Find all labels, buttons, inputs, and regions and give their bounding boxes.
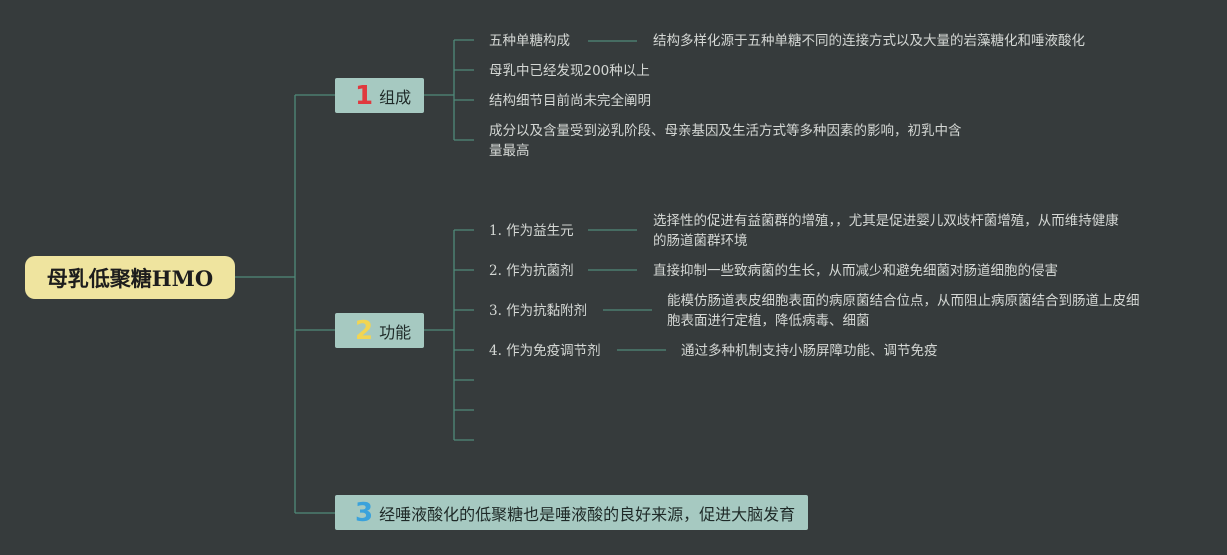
leaf-line: 成分以及含量受到泌乳阶段、母亲基因及生活方式等多种因素的影响，初乳中含 <box>489 123 962 139</box>
leaf-detail-antibacterial[interactable]: 直接抑制一些致病菌的生长，从而减少和避免细菌对肠道细胞的侵害 <box>653 263 1058 279</box>
branch-function[interactable]: 2 功能 <box>335 313 424 348</box>
number-three-icon: 3 <box>355 497 374 528</box>
leaf-anti-adhesive[interactable]: 3. 作为抗黏附剂 <box>489 303 588 319</box>
root-title: 母乳低聚糖HMO <box>46 265 214 291</box>
leaf-composition-factors[interactable]: 成分以及含量受到泌乳阶段、母亲基因及生活方式等多种因素的影响，初乳中含 量最高 <box>489 121 962 161</box>
leaf-line: 能模仿肠道表皮细胞表面的病原菌结合位点，从而阻止病原菌结合到肠道上皮细 <box>667 293 1140 309</box>
branch-composition[interactable]: 1 组成 <box>335 78 424 113</box>
leaf-detail-prebiotic[interactable]: 选择性的促进有益菌群的增殖，，尤其是促进婴儿双歧杆菌增殖，从而维持健康 的肠道菌… <box>653 211 1119 251</box>
leaf-line: 量最高 <box>489 143 530 159</box>
leaf-detail-immunomodulator[interactable]: 通过多种机制支持小肠屏障功能、调节免疫 <box>681 343 938 359</box>
leaf-detail-anti-adhesive[interactable]: 能模仿肠道表皮细胞表面的病原菌结合位点，从而阻止病原菌结合到肠道上皮细 胞表面进… <box>667 291 1140 331</box>
leaf-detail-structure-diversity[interactable]: 结构多样化源于五种单糖不同的连接方式以及大量的岩藻糖化和唾液酸化 <box>653 33 1085 49</box>
leaf-line: 胞表面进行定植，降低病毒、细菌 <box>667 313 870 329</box>
root-node[interactable]: 母乳低聚糖HMO <box>25 256 235 299</box>
branch-label: 组成 <box>379 87 412 107</box>
branch-sialic-acid-source[interactable]: 3 经唾液酸化的低聚糖也是唾液酸的良好来源，促进大脑发育 <box>335 495 808 530</box>
leaf-over-200-found[interactable]: 母乳中已经发现200种以上 <box>489 63 650 79</box>
leaf-structure-unclear[interactable]: 结构细节目前尚未完全阐明 <box>489 93 651 109</box>
leaf-five-monosaccharides[interactable]: 五种单糖构成 <box>489 33 570 49</box>
leaf-antibacterial[interactable]: 2. 作为抗菌剂 <box>489 263 574 279</box>
leaf-immunomodulator[interactable]: 4. 作为免疫调节剂 <box>489 343 601 359</box>
branch-label: 经唾液酸化的低聚糖也是唾液酸的良好来源，促进大脑发育 <box>379 504 796 524</box>
number-two-icon: 2 <box>355 315 374 346</box>
number-one-icon: 1 <box>355 80 374 111</box>
leaf-prebiotic[interactable]: 1. 作为益生元 <box>489 223 574 239</box>
leaf-line: 选择性的促进有益菌群的增殖，，尤其是促进婴儿双歧杆菌增殖，从而维持健康 <box>653 213 1119 229</box>
branch-label: 功能 <box>379 322 412 342</box>
leaf-line: 的肠道菌群环境 <box>653 233 748 249</box>
